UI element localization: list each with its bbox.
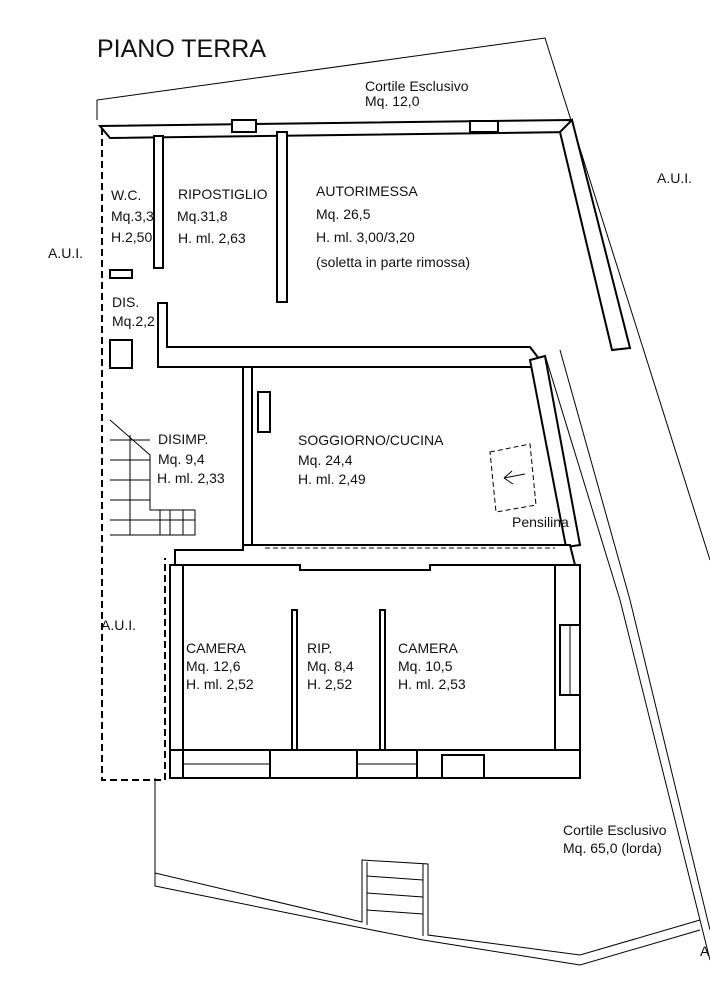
room-wc: W.C. Mq.3,3 H.2,50 (111, 187, 154, 245)
svg-text:RIPOSTIGLIO: RIPOSTIGLIO (178, 186, 268, 202)
svg-text:Mq. 9,4: Mq. 9,4 (158, 451, 205, 467)
room-camera-2: CAMERA Mq. 10,5 H. ml. 2,53 (398, 640, 466, 692)
svg-text:SOGGIORNO/CUCINA: SOGGIORNO/CUCINA (298, 432, 444, 448)
room-autorimessa: AUTORIMESSA Mq. 26,5 H. ml. 3,00/3,20 (s… (316, 183, 470, 270)
svg-text:Mq.31,8: Mq.31,8 (177, 208, 228, 224)
svg-text:W.C.: W.C. (111, 187, 141, 203)
room-dis: DIS. Mq.2,2 (112, 294, 155, 329)
room-soggiorno-cucina: SOGGIORNO/CUCINA Mq. 24,4 H. ml. 2,49 (298, 432, 444, 487)
arrow-icon (503, 470, 526, 485)
label-aui-right: A.U.I. (657, 170, 692, 186)
svg-text:H. ml. 2,49: H. ml. 2,49 (298, 471, 366, 487)
svg-text:H. ml. 3,00/3,20: H. ml. 3,00/3,20 (316, 229, 415, 245)
svg-text:Mq.3,3: Mq.3,3 (111, 208, 154, 224)
label-cortile-bottom: Cortile Esclusivo (563, 822, 667, 838)
svg-text:Mq. 10,5: Mq. 10,5 (398, 658, 453, 674)
pensilina-canopy (489, 443, 537, 513)
svg-text:Mq. 8,4: Mq. 8,4 (307, 658, 354, 674)
svg-text:H. 2,52: H. 2,52 (307, 676, 352, 692)
svg-text:H. ml. 2,52: H. ml. 2,52 (186, 676, 254, 692)
staircase (109, 419, 196, 536)
room-ripostiglio: RIPOSTIGLIO Mq.31,8 H. ml. 2,63 (177, 186, 268, 246)
svg-text:DISIMP.: DISIMP. (158, 431, 208, 447)
svg-text:Mq.2,2: Mq.2,2 (112, 313, 155, 329)
label-cortile-top-area: Mq. 12,0 (365, 93, 420, 109)
svg-text:H. ml. 2,53: H. ml. 2,53 (398, 676, 466, 692)
room-rip: RIP. Mq. 8,4 H. 2,52 (307, 640, 354, 692)
label-pensilina: Pensilina (512, 514, 569, 530)
svg-text:(soletta in parte rimossa): (soletta in parte rimossa) (316, 254, 470, 270)
label-aui-left: A.U.I. (48, 245, 83, 261)
room-camera-1: CAMERA Mq. 12,6 H. ml. 2,52 (186, 640, 254, 692)
property-boundaries (96, 37, 710, 966)
svg-text:H. ml. 2,33: H. ml. 2,33 (157, 470, 225, 486)
svg-text:Mq. 12,6: Mq. 12,6 (186, 658, 241, 674)
svg-text:H.2,50: H.2,50 (111, 229, 152, 245)
label-cortile-top: Cortile Esclusivo (365, 78, 469, 94)
svg-text:AUTORIMESSA: AUTORIMESSA (316, 183, 418, 199)
label-aui-lower-left: A.U.I. (101, 617, 136, 633)
plan-title: PIANO TERRA (97, 35, 266, 63)
svg-text:DIS.: DIS. (112, 294, 139, 310)
svg-text:Mq. 26,5: Mq. 26,5 (316, 206, 371, 222)
svg-text:H. ml. 2,63: H. ml. 2,63 (178, 230, 246, 246)
svg-text:RIP.: RIP. (307, 640, 332, 656)
svg-text:Mq. 24,4: Mq. 24,4 (298, 452, 353, 468)
svg-text:CAMERA: CAMERA (398, 640, 459, 656)
label-aui-bottom-right: A (700, 943, 710, 959)
windows (182, 119, 581, 779)
label-cortile-bottom-area: Mq. 65,0 (lorda) (563, 840, 662, 856)
room-disimp: DISIMP. Mq. 9,4 H. ml. 2,33 (157, 431, 225, 486)
svg-text:CAMERA: CAMERA (186, 640, 247, 656)
